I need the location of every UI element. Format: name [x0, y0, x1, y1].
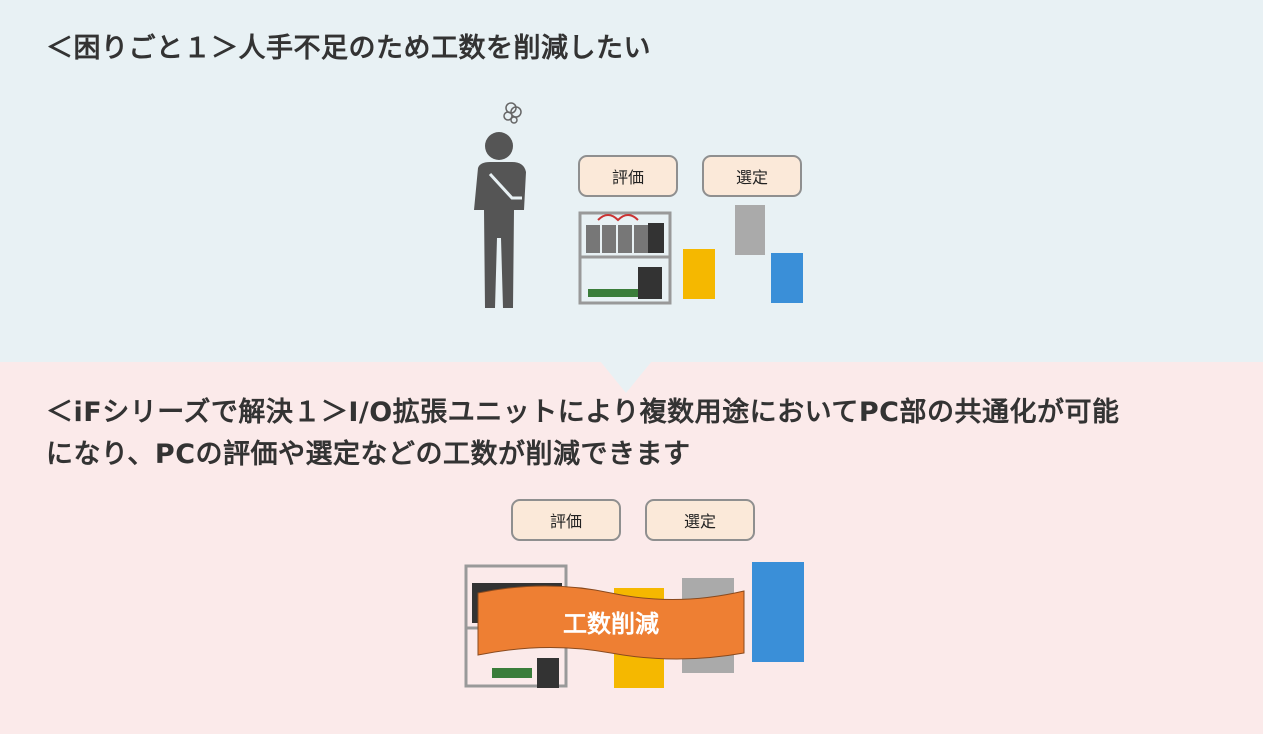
solution-title-line2: になり、PCの評価や選定などの工数が削減できます — [46, 439, 691, 470]
solution-title-line1: ＜iFシリーズで解決１＞I/O拡張ユニットにより複数用途においてPC部の共通化が… — [46, 397, 1120, 428]
tag-evaluation: 評価 — [511, 499, 621, 541]
reduction-banner — [477, 585, 745, 660]
tag-selection: 選定 — [702, 155, 802, 197]
arrow-notch — [600, 361, 652, 393]
problem-title: ＜困りごと１＞人手不足のため工数を削減したい — [46, 33, 651, 64]
banner-label: 工数削減 — [563, 610, 659, 638]
pc-hardware-icon — [578, 205, 803, 305]
tag-evaluation: 評価 — [578, 155, 678, 197]
tag-selection: 選定 — [645, 499, 755, 541]
worried-person-icon — [474, 102, 526, 308]
